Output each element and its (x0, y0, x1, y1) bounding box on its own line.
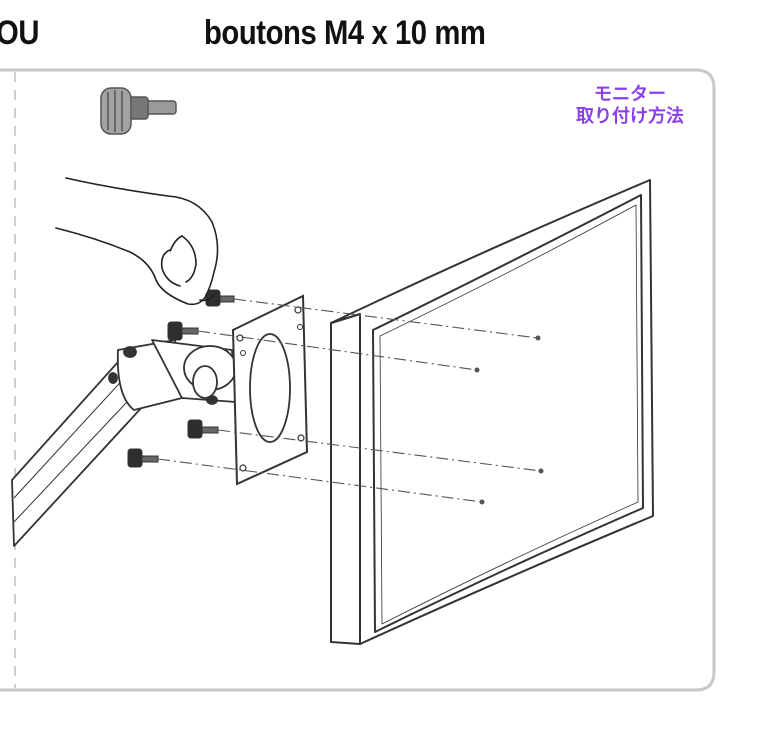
previous-panel-label: OU (0, 14, 39, 52)
monitor-mount-holes (474, 335, 544, 505)
caption-line-1: モニター (594, 84, 666, 105)
monitor-arm (11, 339, 237, 547)
alignment-guides (157, 298, 542, 503)
screw-top-left (167, 321, 199, 341)
monitor-screen (372, 194, 644, 633)
screw-middle (187, 419, 219, 439)
caption-line-2: 取り付け方法 (576, 106, 684, 127)
screw-spec-title: boutons M4 x 10 mm (204, 14, 486, 52)
panel-caption: モニター 取り付け方法 (576, 84, 684, 128)
vesa-plate (231, 294, 309, 486)
screw-in-hand (205, 289, 235, 307)
thumb-screw-icon (100, 87, 177, 135)
hand-illustration (55, 177, 219, 306)
panel-frame (0, 68, 716, 692)
monitor-side (330, 313, 361, 645)
screw-bottom-left (127, 448, 159, 468)
monitor (330, 179, 654, 645)
